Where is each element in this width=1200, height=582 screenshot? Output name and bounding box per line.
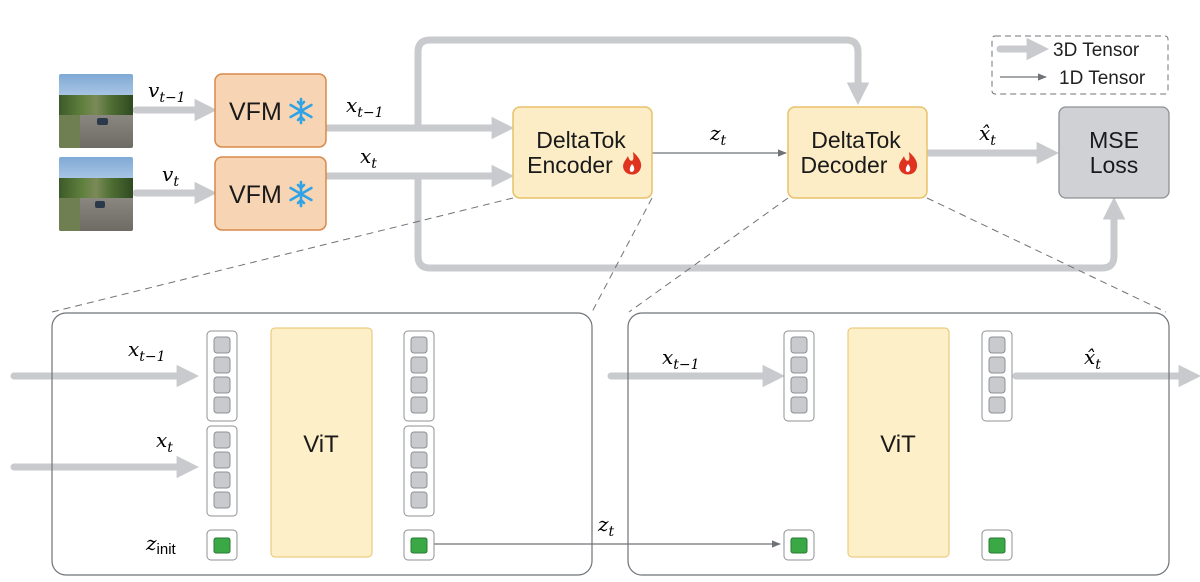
vfm-block-1: VFM <box>214 73 327 148</box>
legend: 3D Tensor 1D Tensor <box>991 35 1169 95</box>
label-v-prev: vt−1 <box>148 78 186 106</box>
token <box>213 356 231 374</box>
green-token <box>206 529 238 561</box>
dec-label-x-prev: xt−1 <box>662 345 700 373</box>
token <box>790 336 808 354</box>
encoder-detail-panel: ViT xt−1 xt zinit <box>51 312 593 576</box>
token-stack <box>403 330 435 422</box>
label-x-cur: xt <box>360 144 377 172</box>
input-frame-cur <box>59 157 133 231</box>
legend-thin-label: 1D Tensor <box>1059 68 1146 89</box>
label-x-hat: x̂t <box>979 121 996 149</box>
vit-block <box>847 327 950 558</box>
green-token <box>403 529 435 561</box>
green-token <box>981 529 1013 561</box>
token-stack <box>981 330 1013 422</box>
token <box>410 451 428 469</box>
snowflake-icon <box>289 180 313 208</box>
thin-arrows <box>433 73 1047 548</box>
enc-label-x-prev: xt−1 <box>128 337 166 365</box>
legend-thick-label: 3D Tensor <box>1053 40 1140 61</box>
zoom-lines <box>51 197 1167 313</box>
vit-block <box>270 327 373 558</box>
label-v-cur: vt <box>162 162 179 190</box>
deltatok-decoder: DeltaTok Decoder <box>787 106 928 199</box>
mse-loss-box: MSE Loss <box>1058 106 1170 199</box>
token-stack <box>403 425 435 517</box>
token <box>410 491 428 509</box>
vfm-label: VFM <box>229 98 282 126</box>
token <box>410 356 428 374</box>
token <box>213 491 231 509</box>
token-stack <box>783 330 815 422</box>
token <box>988 356 1006 374</box>
token <box>213 471 231 489</box>
deltatok-encoder: DeltaTok Encoder <box>512 106 653 199</box>
token <box>410 336 428 354</box>
label-x-prev: xt−1 <box>346 93 384 121</box>
decoder-line2: Decoder <box>801 152 888 178</box>
token <box>213 451 231 469</box>
input-frame-prev <box>59 74 133 148</box>
flame-icon <box>899 152 918 175</box>
vfm-block-2: VFM <box>214 156 327 231</box>
token <box>790 396 808 414</box>
token <box>410 396 428 414</box>
thick-arrows <box>10 36 1200 479</box>
token <box>213 431 231 449</box>
token-stack <box>206 330 238 422</box>
arrow-top-loop-decoder <box>414 36 870 132</box>
vit-label: ViT <box>880 431 916 458</box>
token <box>213 376 231 394</box>
token <box>988 396 1006 414</box>
token-stack <box>206 425 238 517</box>
token <box>213 336 231 354</box>
mid-label-z: zt <box>597 512 615 540</box>
decoder-detail-panel: ViT xt−1 x̂t <box>627 312 1170 576</box>
enc-label-x-cur: xt <box>156 428 173 456</box>
mse-line1: MSE <box>1089 127 1139 153</box>
green-token <box>783 529 815 561</box>
arrow-bottom-loop-mse <box>414 172 1126 272</box>
label-z-latent: zt <box>709 121 727 149</box>
token <box>213 396 231 414</box>
legend-box <box>991 35 1169 95</box>
snowflake-icon <box>289 97 313 125</box>
encoder-line1: DeltaTok <box>536 127 626 153</box>
token <box>790 356 808 374</box>
token <box>790 376 808 394</box>
decoder-line1: DeltaTok <box>811 127 901 153</box>
enc-label-z-init: zinit <box>145 531 177 558</box>
token <box>988 376 1006 394</box>
encoder-line2: Encoder <box>527 152 613 178</box>
token <box>988 336 1006 354</box>
token <box>410 471 428 489</box>
mse-line2: Loss <box>1090 152 1139 178</box>
token <box>410 376 428 394</box>
token <box>410 431 428 449</box>
vit-label: ViT <box>303 431 339 458</box>
flame-icon <box>623 152 642 175</box>
vfm-label: VFM <box>229 181 282 209</box>
dec-label-x-hat: x̂t <box>1084 345 1101 373</box>
